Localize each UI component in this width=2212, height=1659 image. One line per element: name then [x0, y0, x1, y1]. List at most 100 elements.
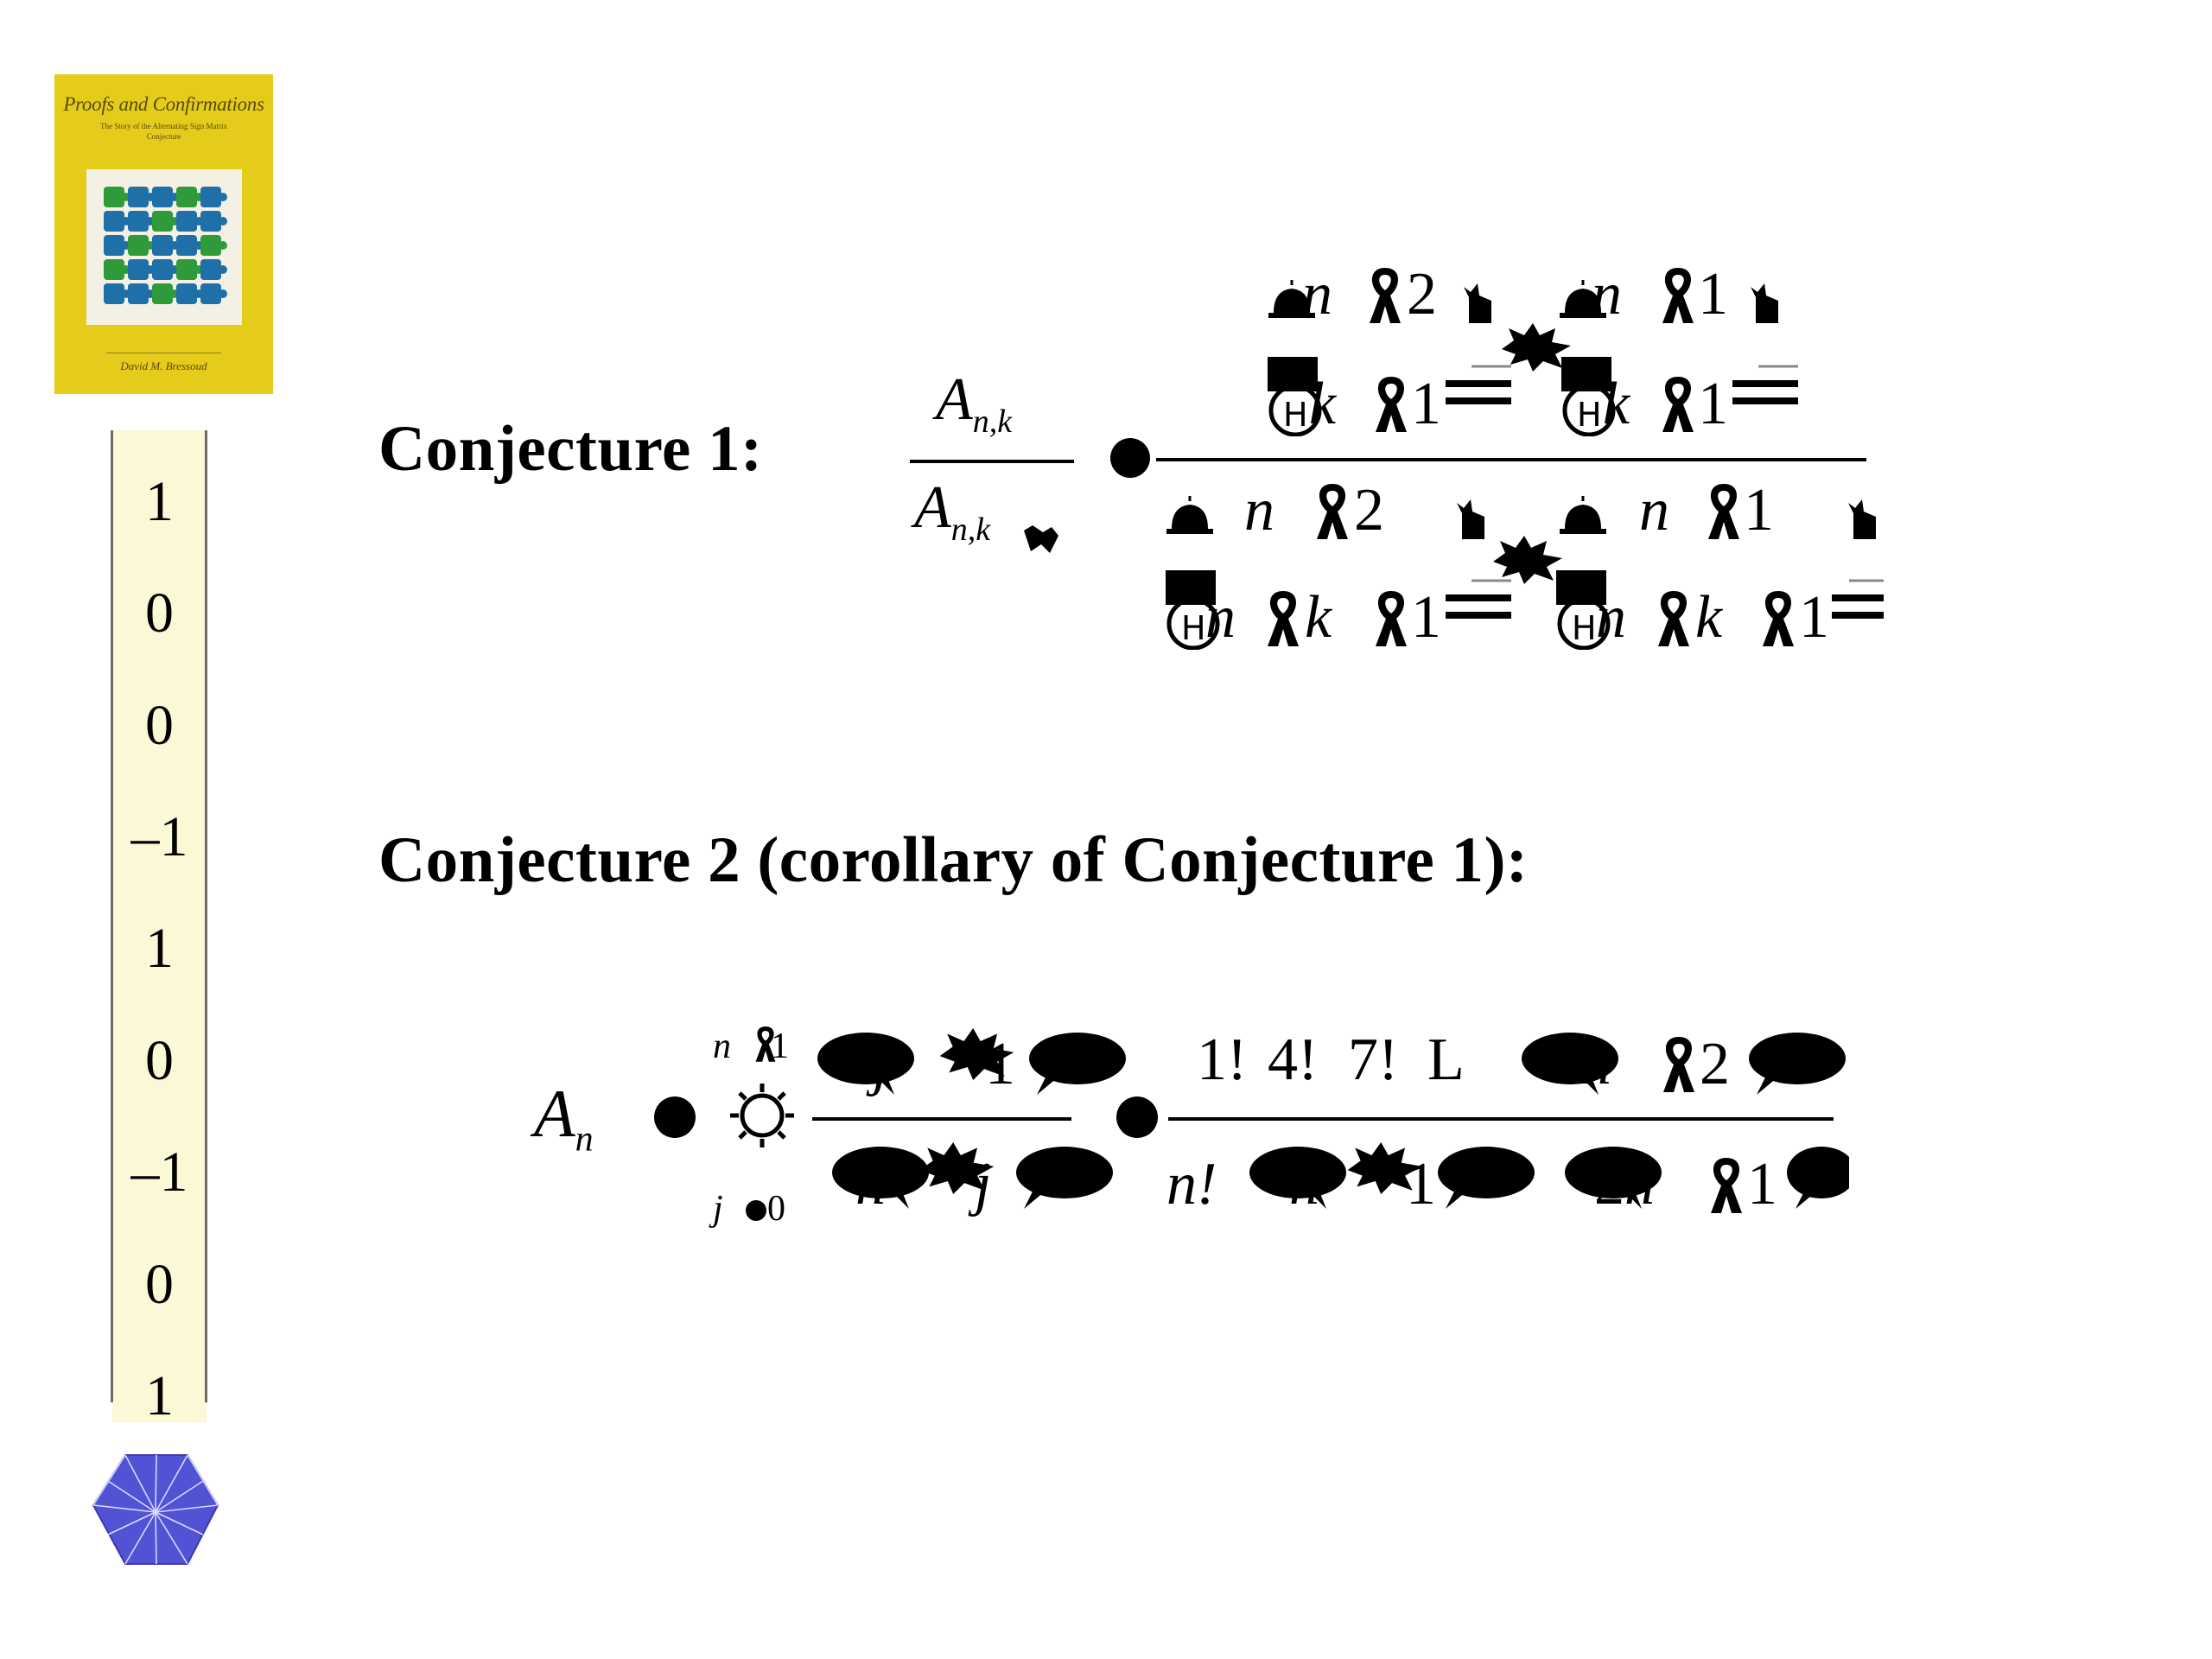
var-n: n	[1581, 1031, 1611, 1097]
an-symbol: An	[534, 1076, 594, 1160]
puzzle-piece	[176, 235, 197, 256]
ribbon-icon	[1658, 591, 1689, 646]
var-n: n	[1639, 477, 1669, 543]
num-2: 2	[1700, 1031, 1730, 1097]
lower-limit-j: j	[713, 1189, 723, 1229]
bullet-icon	[654, 1096, 696, 1138]
clipboard-icon: H	[1561, 357, 1616, 436]
lhs-denominator: An,k	[914, 474, 991, 548]
svg-text:H: H	[1283, 396, 1308, 434]
ribbon-icon	[1708, 484, 1739, 539]
conjecture-2-heading: Conjecture 2 (corollary of Conjecture 1)…	[378, 824, 1529, 896]
matrix-value: –1	[130, 805, 188, 868]
matrix-value: 1	[145, 1364, 174, 1427]
factorial-7: 7!	[1348, 1027, 1399, 1093]
speech-bubble-icon	[1787, 1147, 1849, 1209]
dash-icon	[1446, 365, 1511, 404]
ribbon-icon	[1662, 268, 1694, 323]
puzzle-piece	[128, 283, 149, 304]
book-cover: Proofs and Confirmations The Story of th…	[54, 74, 273, 394]
burst-icon	[919, 1142, 995, 1194]
puzzle-piece	[200, 259, 221, 280]
ribbon-icon	[1662, 377, 1694, 432]
ribbon-icon	[1376, 377, 1407, 432]
upper-limit-n: n	[713, 1027, 731, 1066]
puzzle-knob	[219, 265, 227, 274]
strip-border-right	[205, 430, 207, 1402]
rhs-fraction-bar	[1156, 458, 1866, 461]
cat-icon	[1464, 283, 1491, 323]
burst-icon	[1347, 1142, 1422, 1194]
matrix-value: 0	[145, 582, 174, 645]
clipboard-icon: H	[1556, 570, 1611, 650]
ribbon-icon	[755, 1027, 776, 1062]
puzzle-piece	[104, 259, 124, 280]
puzzle-piece	[200, 211, 221, 232]
matrix-value: 1	[145, 470, 174, 533]
puzzle-piece	[152, 259, 173, 280]
var-n: n	[1302, 261, 1332, 327]
var-n: n	[1205, 584, 1236, 651]
bell-icon	[1268, 280, 1315, 318]
book-author: David M. Bressoud	[120, 359, 207, 372]
matrix-value: 0	[145, 694, 174, 757]
matrix-strip	[112, 430, 207, 1422]
n-factorial: n!	[1166, 1151, 1217, 1217]
lower-limit-0: 0	[767, 1189, 785, 1229]
svg-text:H: H	[1572, 609, 1597, 647]
num-2: 2	[1354, 477, 1384, 543]
speech-bubble-icon	[1565, 1147, 1662, 1209]
bell-icon	[1560, 280, 1606, 318]
var-n: n	[1596, 584, 1626, 651]
num-1: 1	[1411, 584, 1441, 651]
speech-bubble-icon	[832, 1147, 929, 1209]
num-2: 2	[1594, 1151, 1624, 1217]
num-1: 1	[1406, 1151, 1436, 1217]
puzzle-piece	[176, 283, 197, 304]
num-1: 1	[1744, 477, 1774, 543]
var-j: j	[975, 1151, 992, 1217]
ribbon-icon	[1376, 591, 1407, 646]
fraction-1-bar	[812, 1117, 1071, 1121]
puzzle-piece	[152, 187, 173, 207]
cat-icon	[1848, 499, 1876, 539]
clipboard-icon: H	[1166, 570, 1220, 650]
bell-icon	[1560, 496, 1606, 534]
var-n: n	[855, 1151, 886, 1217]
puzzle-piece	[152, 211, 173, 232]
burst-icon	[1502, 323, 1571, 372]
var-j: j	[873, 1031, 890, 1097]
bell-icon	[1166, 496, 1213, 534]
cat-icon	[1751, 283, 1778, 323]
var-k: k	[1695, 584, 1723, 651]
bullet-icon	[746, 1200, 766, 1221]
puzzle-knob	[219, 193, 227, 201]
puzzle-piece	[176, 187, 197, 207]
clipboard-icon: H	[1268, 357, 1322, 436]
svg-text:H: H	[1577, 396, 1602, 434]
lhs-fraction-bar	[910, 460, 1074, 463]
burst-icon	[939, 1028, 1014, 1080]
sun-icon	[730, 1084, 794, 1147]
puzzle-piece	[104, 187, 124, 207]
upper-limit-1: 1	[771, 1027, 789, 1066]
puzzle-piece	[128, 259, 149, 280]
puzzle-piece	[200, 283, 221, 304]
puzzle-piece	[200, 235, 221, 256]
puzzle-piece	[104, 235, 124, 256]
num-1: 1	[1698, 371, 1728, 437]
puzzle-piece	[104, 283, 124, 304]
book-subtitle: The Story of the Alternating Sign Matrix…	[100, 122, 227, 141]
puzzle-piece	[128, 187, 149, 207]
num-2: 2	[1407, 261, 1437, 327]
cat-icon	[1457, 499, 1484, 539]
puzzle-piece	[200, 187, 221, 207]
speech-bubble-icon	[1029, 1033, 1126, 1095]
num-1: 1	[1799, 584, 1829, 651]
book-title: Proofs and Confirmations	[63, 93, 264, 115]
puzzle-piece	[152, 235, 173, 256]
matrix-value: 1	[145, 917, 174, 980]
ribbon-icon	[1024, 525, 1058, 553]
var-k: k	[1305, 584, 1332, 651]
ribbon-icon	[1268, 591, 1299, 646]
